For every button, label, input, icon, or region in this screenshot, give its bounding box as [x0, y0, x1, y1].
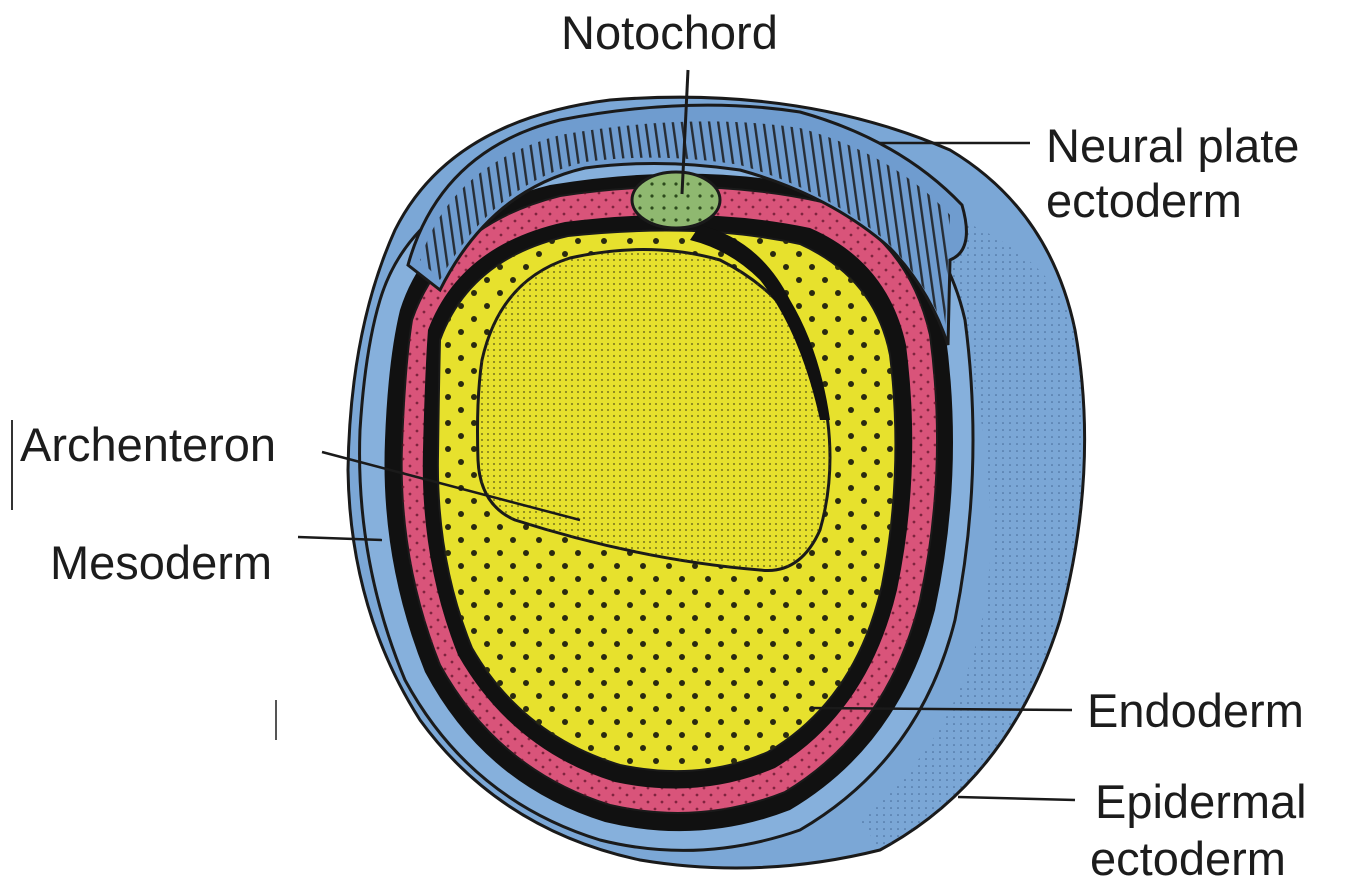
mesoderm-label: Mesoderm — [50, 538, 272, 588]
notochord-label: Notochord — [561, 8, 778, 58]
endoderm-label: Endoderm — [1087, 686, 1304, 736]
neural-plate-label-line1: Neural plate — [1046, 121, 1299, 171]
epidermal-label-line2: ectoderm — [1090, 834, 1286, 884]
epidermal-leader-line — [958, 797, 1075, 800]
epidermal-label-line1: Epidermal — [1095, 777, 1307, 827]
neural-plate-label-line2: ectoderm — [1046, 176, 1242, 226]
notochord-texture — [634, 174, 718, 226]
archenteron-label: Archenteron — [20, 420, 276, 470]
